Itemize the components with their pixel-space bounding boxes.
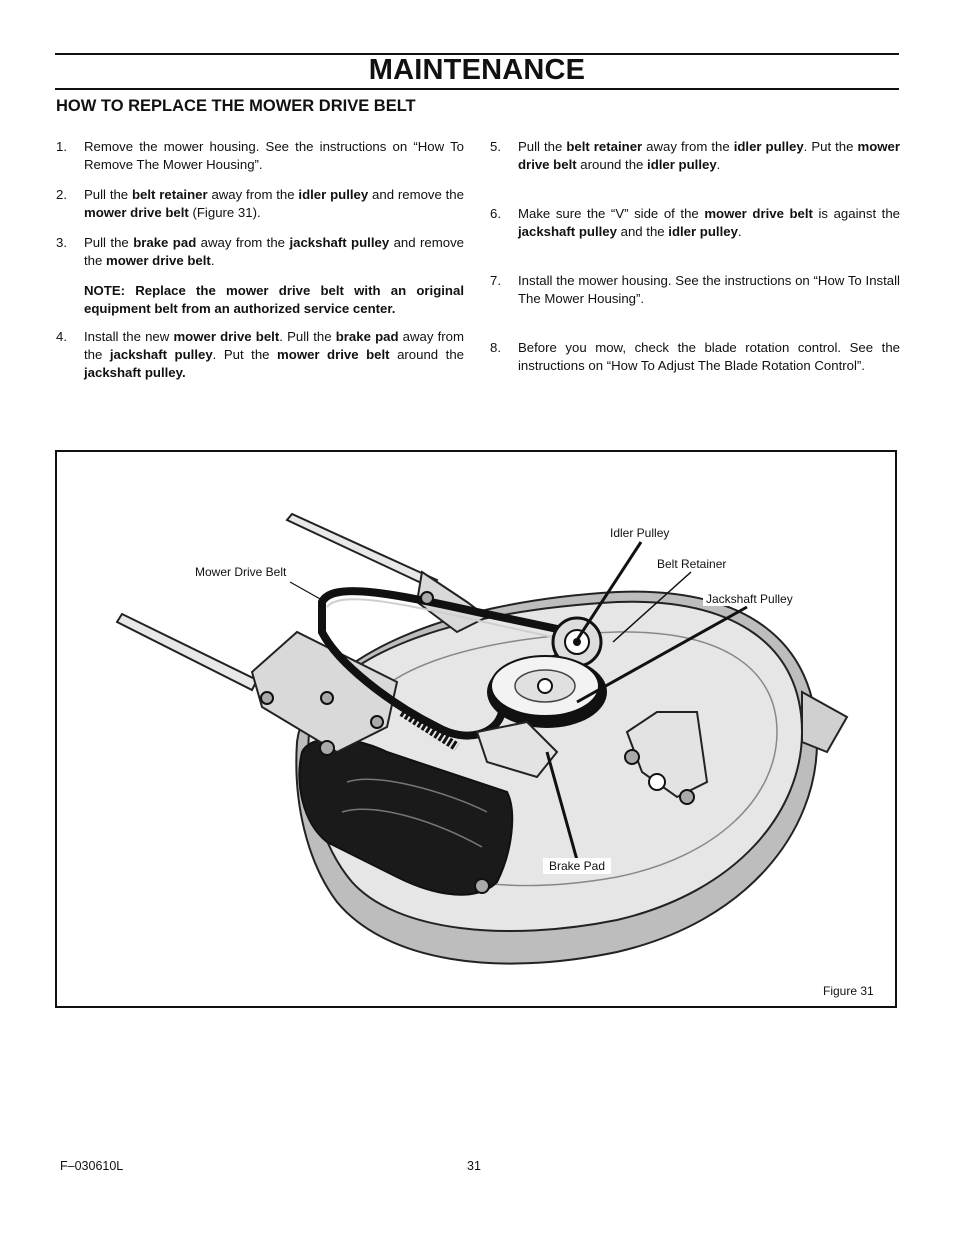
- step-text: Before you mow, check the blade rotation…: [518, 340, 900, 373]
- term-jackshaft-pulley: jackshaft pulley.: [84, 365, 186, 380]
- step-text: .: [716, 157, 721, 172]
- label-mower-drive-belt: Mower Drive Belt: [192, 565, 290, 579]
- step-number: 1.: [56, 139, 67, 154]
- step-text: . Put the: [212, 347, 278, 362]
- step-text: away from the: [207, 187, 299, 202]
- term-mower-drive-belt: mower drive belt: [106, 253, 211, 268]
- step-text: Make sure the “V” side of the: [518, 206, 705, 221]
- term-jackshaft-pulley: jackshaft pulley: [289, 235, 390, 250]
- mower-deck-illustration: [115, 512, 849, 965]
- step-text: .: [737, 224, 742, 239]
- step-6: 6. Make sure the “V” side of the mower d…: [490, 205, 900, 241]
- term-belt-retainer: belt retainer: [131, 187, 208, 202]
- label-jackshaft-pulley: Jackshaft Pulley: [703, 592, 796, 606]
- step-1: 1. Remove the mower housing. See the ins…: [56, 138, 464, 174]
- step-number: 5.: [490, 139, 501, 154]
- step-5: 5. Pull the belt retainer away from the …: [490, 138, 900, 174]
- step-text: and remove the: [368, 187, 464, 202]
- step-number: 6.: [490, 206, 501, 221]
- step-number: 3.: [56, 235, 67, 250]
- step-4: 4. Install the new mower drive belt. Pul…: [56, 328, 464, 382]
- term-mower-drive-belt: mower drive belt: [277, 347, 390, 362]
- step-3: 3. Pull the brake pad away from the jack…: [56, 234, 464, 270]
- step-text: and the: [616, 224, 669, 239]
- step-text: away from the: [196, 235, 290, 250]
- step-text: Install the new: [84, 329, 174, 344]
- label-belt-retainer: Belt Retainer: [654, 557, 730, 571]
- page-title: MAINTENANCE: [368, 54, 586, 86]
- figure-31-frame: Mower Drive Belt Idler Pulley Belt Retai…: [55, 450, 897, 1008]
- step-text: around the: [389, 347, 464, 362]
- step-number: 4.: [56, 329, 67, 344]
- step-text: Pull the: [84, 235, 134, 250]
- top-rule: [55, 53, 899, 55]
- label-brake-pad: Brake Pad: [543, 858, 612, 874]
- step-text: away from the: [642, 139, 734, 154]
- step-number: 2.: [56, 187, 67, 202]
- term-mower-drive-belt: mower drive belt: [518, 139, 900, 172]
- figure-caption: Figure 31: [823, 984, 874, 998]
- term-brake-pad: brake pad: [133, 235, 197, 250]
- term-idler-pulley: idler pulley: [733, 139, 804, 154]
- term-jackshaft-pulley: jackshaft pulley: [518, 224, 617, 239]
- term-idler-pulley: idler pulley: [647, 157, 717, 172]
- note-text: NOTE: Replace the mower drive belt with …: [84, 283, 464, 316]
- page-number: 31: [467, 1159, 481, 1173]
- step-text: Pull the: [84, 187, 132, 202]
- term-idler-pulley: idler pulley: [298, 187, 369, 202]
- section-heading: HOW TO REPLACE THE MOWER DRIVE BELT: [56, 97, 416, 115]
- label-idler-pulley: Idler Pulley: [607, 526, 673, 540]
- term-belt-retainer: belt retainer: [566, 139, 643, 154]
- step-text: around the: [576, 157, 648, 172]
- term-mower-drive-belt: mower drive belt: [84, 205, 189, 220]
- step-text: .: [210, 253, 215, 268]
- instructions-right-column: 5. Pull the belt retainer away from the …: [490, 138, 900, 375]
- document-code: F–030610L: [60, 1159, 124, 1173]
- step-2: 2. Pull the belt retainer away from the …: [56, 186, 464, 222]
- step-text: away from the: [84, 329, 464, 362]
- step-7: 7. Install the mower housing. See the in…: [490, 272, 900, 308]
- step-number: 8.: [490, 340, 501, 355]
- step-text: . Pull the: [279, 329, 336, 344]
- step-text: Pull the: [518, 139, 567, 154]
- term-mower-drive-belt: mower drive belt: [704, 206, 813, 221]
- step-text: (Figure 31).: [188, 205, 261, 220]
- term-jackshaft-pulley: jackshaft pulley: [109, 347, 213, 362]
- step-text: Remove the mower housing. See the instru…: [84, 139, 464, 172]
- term-idler-pulley: idler pulley: [668, 224, 738, 239]
- instructions-left-column: 1. Remove the mower housing. See the ins…: [56, 138, 464, 382]
- step-8: 8. Before you mow, check the blade rotat…: [490, 339, 900, 375]
- term-mower-drive-belt: mower drive belt: [173, 329, 280, 344]
- step-text: Install the mower housing. See the instr…: [518, 273, 900, 306]
- step-text: and remove the: [84, 235, 464, 268]
- step-text: . Put the: [803, 139, 858, 154]
- title-underline: [55, 88, 899, 90]
- term-brake-pad: brake pad: [335, 329, 399, 344]
- step-text: is against the: [812, 206, 901, 221]
- step-number: 7.: [490, 273, 501, 288]
